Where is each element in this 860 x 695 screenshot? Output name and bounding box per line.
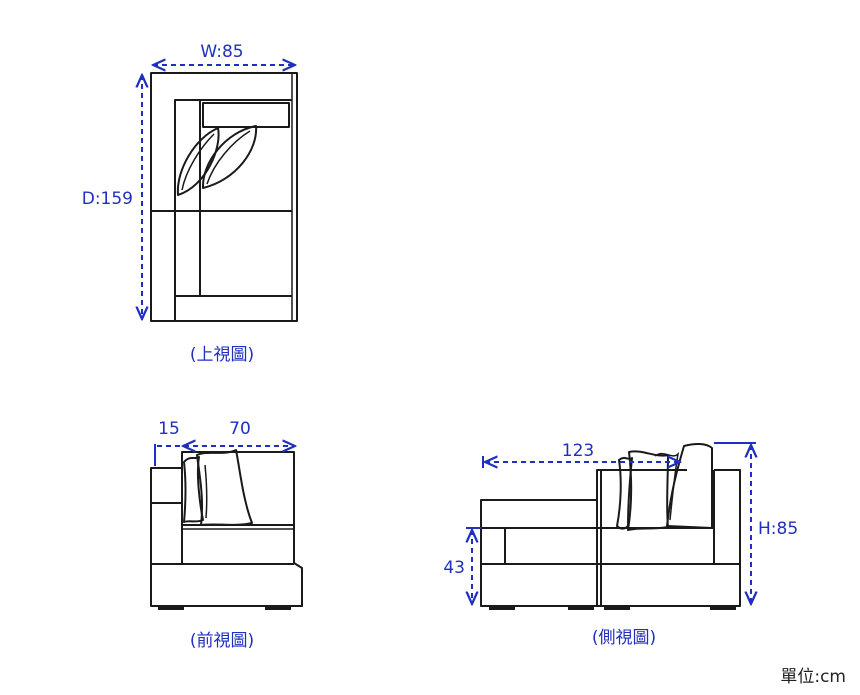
front-view-pillows	[183, 449, 253, 526]
seat-width-label: 70	[229, 419, 251, 439]
seat-height-label: 43	[443, 558, 465, 578]
top-view-pillows	[176, 125, 258, 196]
top-view-back-cushion	[202, 102, 290, 128]
height-dimension-label: H:85	[758, 519, 798, 539]
top-view-caption: (上視圖)	[190, 345, 254, 365]
front-view-arm-top	[150, 467, 183, 504]
side-view-main-module	[596, 469, 741, 607]
side-view-foot-3	[604, 605, 630, 610]
front-view-foot-left	[158, 605, 184, 610]
width-dimension-label: W:85	[200, 42, 243, 62]
side-length-label: 123	[562, 441, 594, 461]
side-view-back-cushion	[666, 442, 713, 529]
side-view-caption: (側視圖)	[592, 628, 656, 648]
side-view-foot-4	[710, 605, 736, 610]
side-view-foot-2	[568, 605, 594, 610]
top-view-outline	[150, 72, 298, 322]
arm-width-label: 15	[158, 419, 180, 439]
front-view-caption: (前視圖)	[190, 631, 254, 651]
depth-dimension-label: D:159	[82, 189, 133, 209]
top-view-armrest	[174, 99, 292, 321]
side-view-foot-1	[489, 605, 515, 610]
top-view: W:85 D:159 (上視圖)	[82, 42, 298, 365]
side-view-chaise	[480, 499, 598, 607]
front-view: 15 70 (前視圖)	[150, 419, 303, 651]
side-view: 123 43 H:85 (側視圖)	[443, 441, 798, 648]
front-view-foot-right	[265, 605, 291, 610]
unit-note: 單位:cm	[780, 667, 846, 687]
